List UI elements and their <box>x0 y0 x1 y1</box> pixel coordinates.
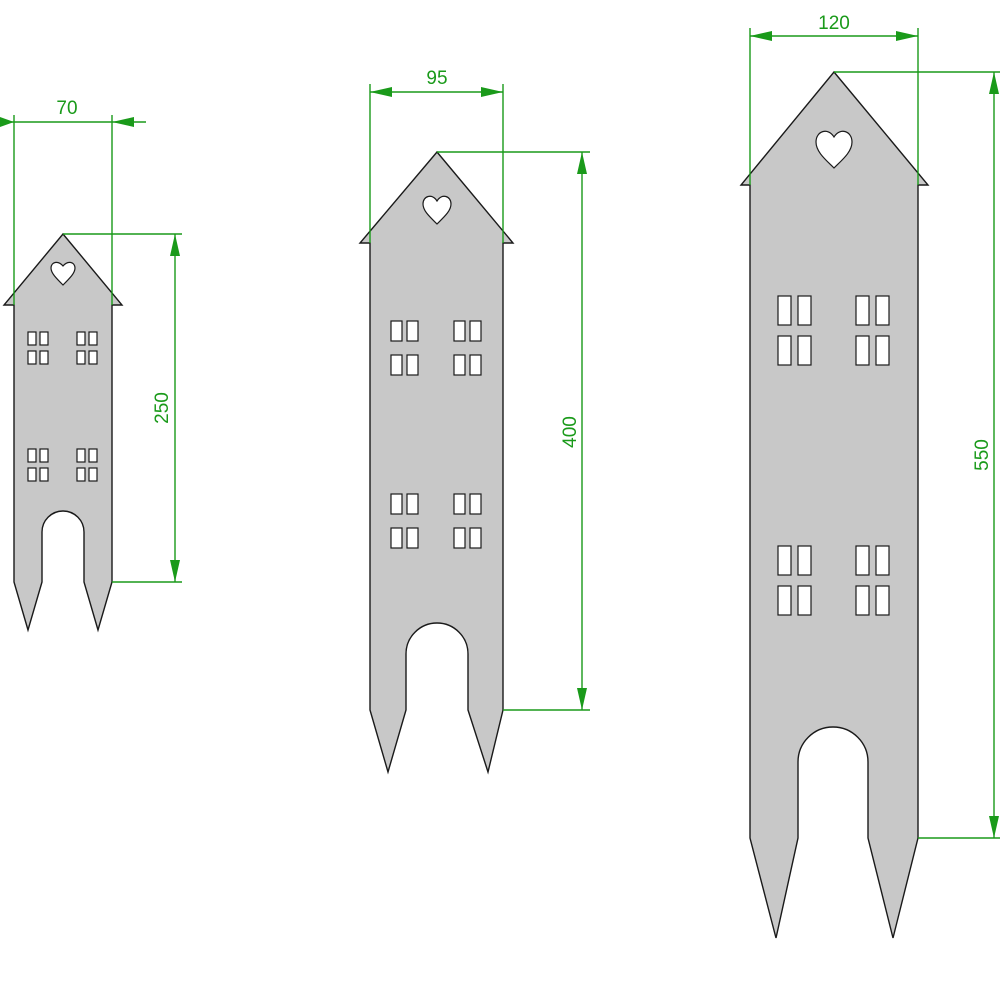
house-small-width-dimension: 70 <box>0 98 146 305</box>
house-medium-width-dimension: 95 <box>369 68 504 243</box>
house-medium-height-dimension: 400 <box>437 151 590 711</box>
house-medium-heart-icon <box>422 195 452 225</box>
house-large: 120 550 <box>739 13 1000 939</box>
house-large-width-dimension: 120 <box>749 13 919 185</box>
house-small: 70 250 <box>0 98 182 633</box>
house-medium-windows <box>390 320 482 549</box>
house-medium-width-label: 95 <box>426 68 447 89</box>
house-small-height-label: 250 <box>152 392 173 424</box>
house-small-width-label: 70 <box>56 98 77 119</box>
house-small-height-dimension: 250 <box>63 233 182 583</box>
house-medium-height-label: 400 <box>560 416 581 448</box>
house-large-windows <box>777 295 890 616</box>
house-large-heart-icon <box>815 130 853 169</box>
house-small-heart-icon <box>50 261 76 286</box>
house-large-height-dimension: 550 <box>834 71 1000 839</box>
house-small-windows <box>27 331 98 482</box>
house-large-outline <box>739 70 930 939</box>
house-large-height-label: 550 <box>972 439 993 471</box>
house-large-width-label: 120 <box>818 13 850 34</box>
house-medium: 95 400 <box>358 68 590 775</box>
house-medium-outline <box>358 150 515 775</box>
house-small-outline <box>2 232 124 633</box>
